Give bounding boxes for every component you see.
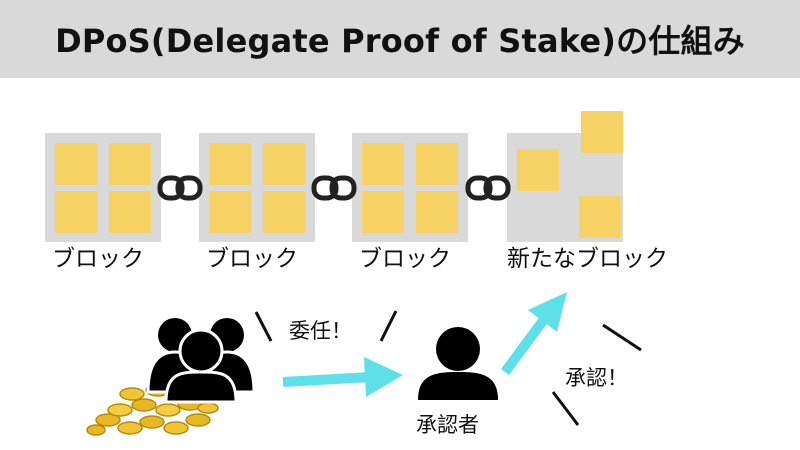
block-tile xyxy=(362,191,404,233)
block-tile xyxy=(55,191,97,233)
block-tile xyxy=(579,196,621,238)
delegate-text: 委任！ xyxy=(289,319,352,343)
block-3 xyxy=(352,133,468,242)
block-tile xyxy=(263,143,305,185)
page-title: DPoS(Delegate Proof of Stake)の仕組み xyxy=(55,22,745,60)
block-tile xyxy=(517,149,559,191)
approve-text: 承認！ xyxy=(565,366,628,390)
block-label: ブロック xyxy=(52,246,144,272)
emphasis-line xyxy=(379,310,398,342)
chain-link-icon xyxy=(157,175,203,201)
block-tile xyxy=(55,143,97,185)
block-tile xyxy=(416,143,458,185)
title-bar: DPoS(Delegate Proof of Stake)の仕組み xyxy=(0,0,800,78)
people-group-icon xyxy=(146,318,256,404)
approver-label: 承認者 xyxy=(416,413,479,437)
block-tile xyxy=(362,143,404,185)
block-label-new: 新たなブロック xyxy=(507,246,668,272)
block-label: ブロック xyxy=(206,246,298,272)
block-2 xyxy=(199,133,315,242)
block-tile xyxy=(109,143,151,185)
block-tile xyxy=(416,191,458,233)
block-tile-floating xyxy=(581,111,623,153)
block-tile xyxy=(209,191,251,233)
chain-link-icon xyxy=(465,175,511,201)
block-tile xyxy=(109,191,151,233)
coins-icon xyxy=(86,383,219,436)
approver-person-icon xyxy=(418,327,498,400)
block-1 xyxy=(45,133,161,242)
emphasis-line xyxy=(602,323,642,352)
block-tile xyxy=(263,191,305,233)
arrow-up-right-icon xyxy=(500,292,567,375)
arrow-right-icon xyxy=(282,357,403,397)
emphasis-line xyxy=(551,391,580,426)
block-tile xyxy=(209,143,251,185)
chain-link-icon xyxy=(311,175,357,201)
emphasis-line xyxy=(254,311,273,342)
block-label: ブロック xyxy=(359,246,451,272)
block-new xyxy=(507,111,623,242)
